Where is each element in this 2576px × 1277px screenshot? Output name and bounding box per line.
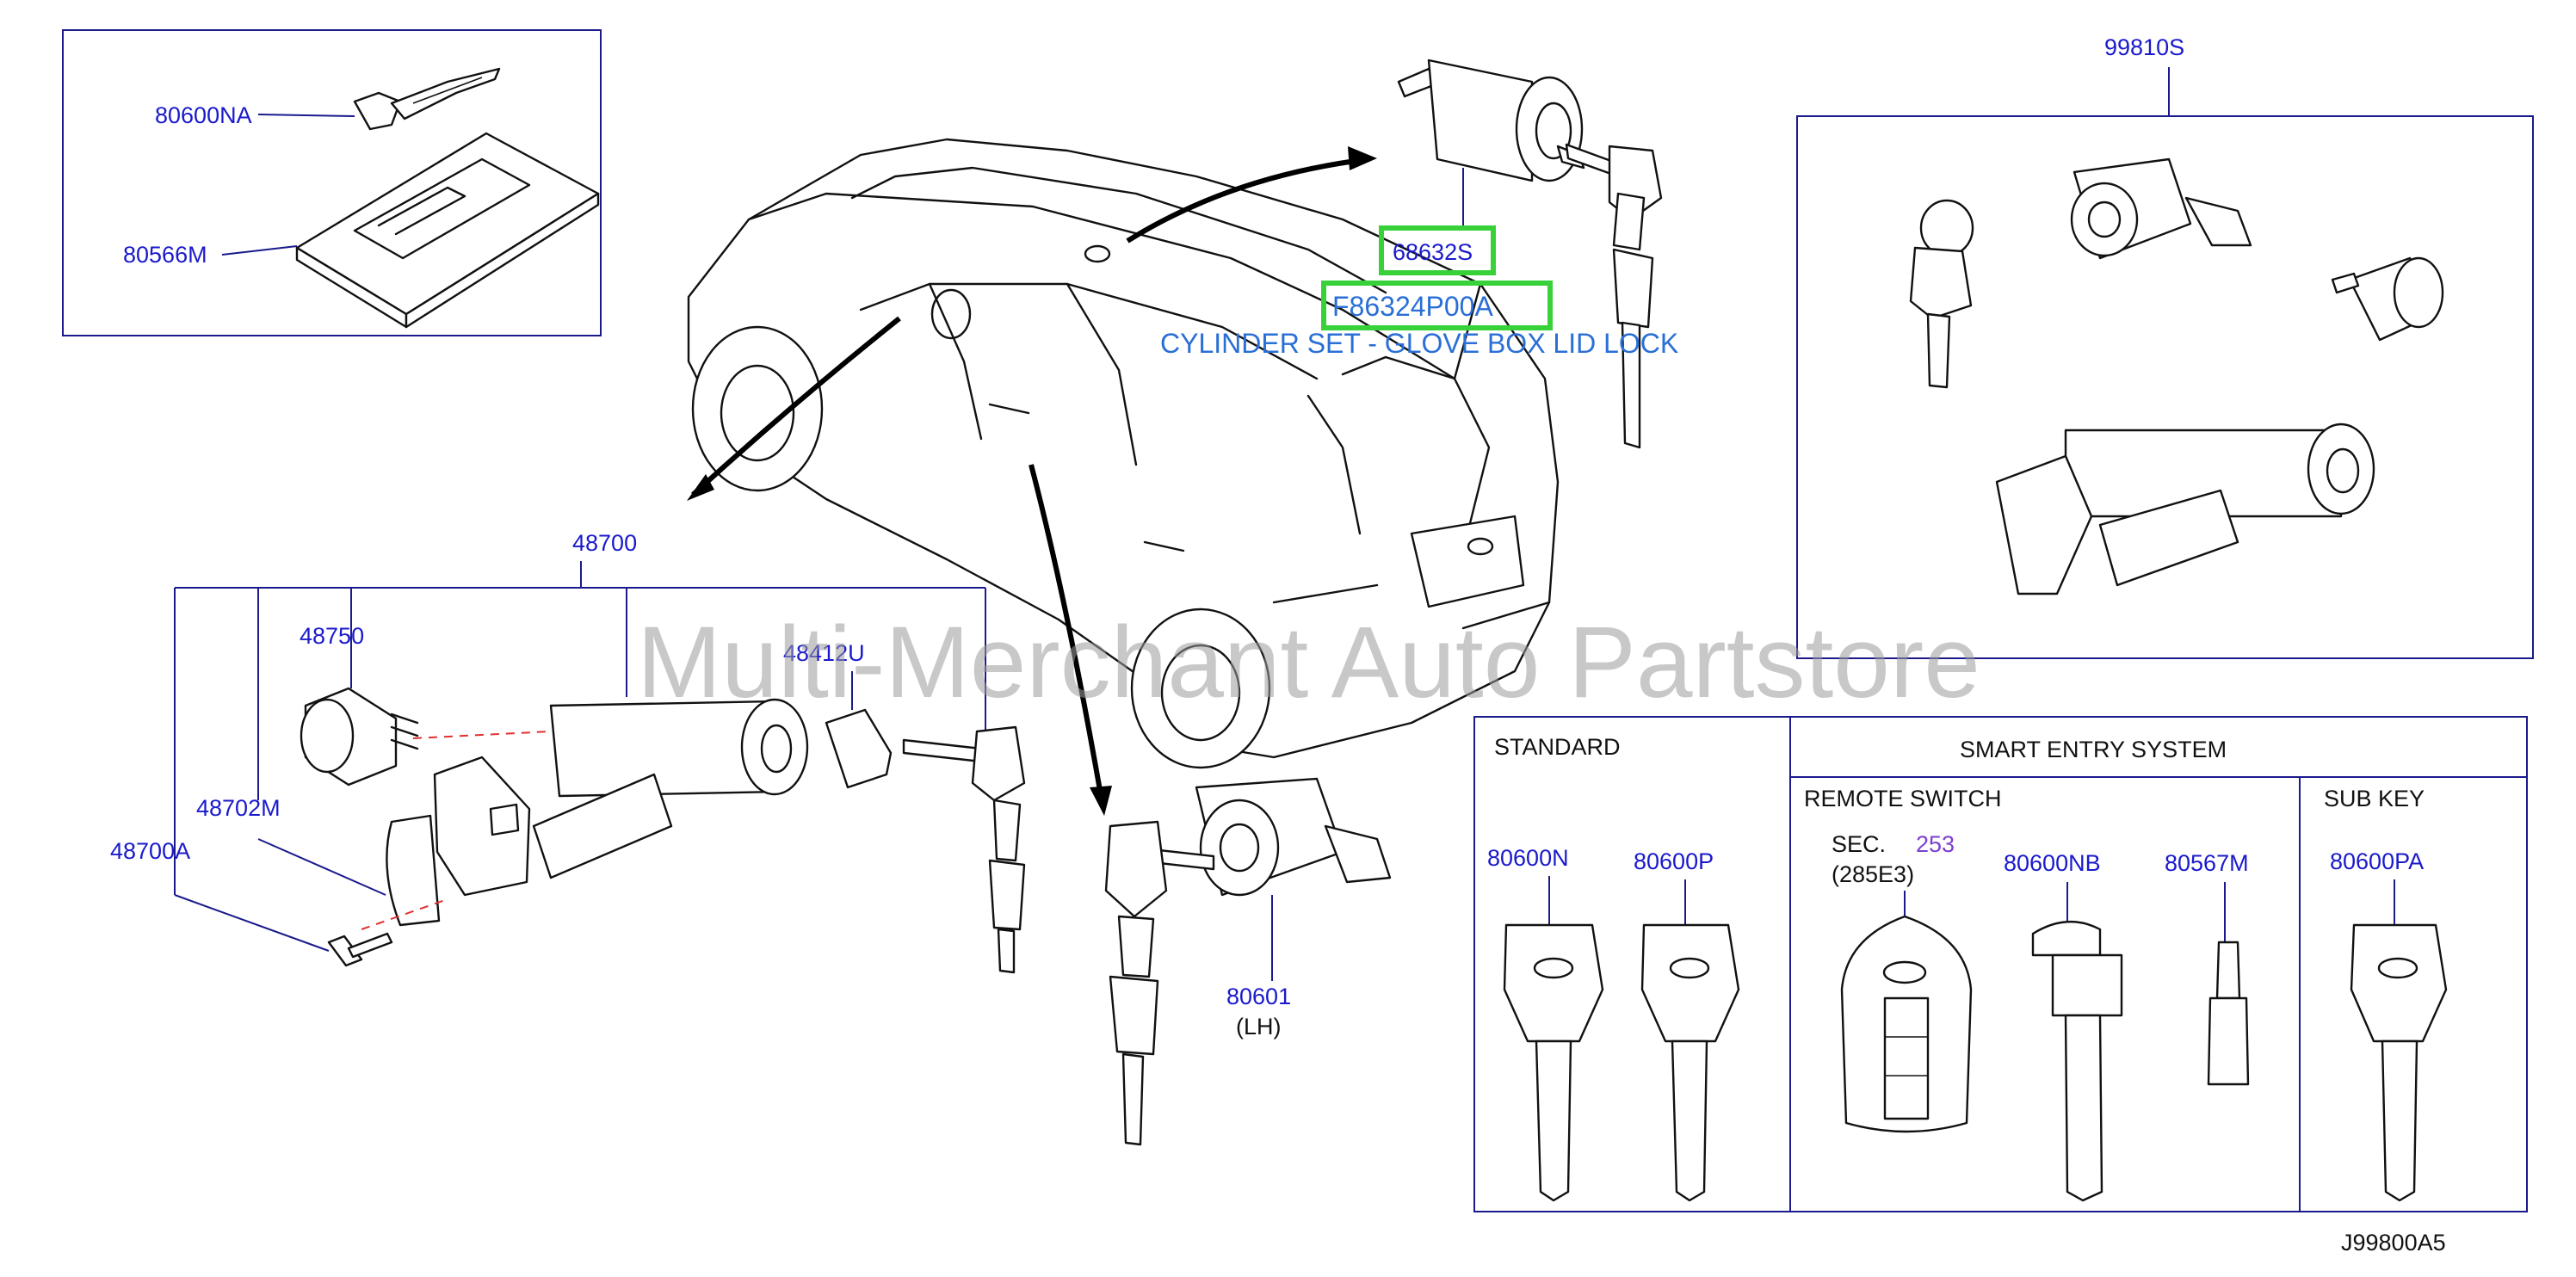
part-F86324P00A-label[interactable]: F86324P00A — [1332, 291, 1493, 322]
part-48702M-label[interactable]: 48702M — [196, 795, 281, 821]
part-80601-side: (LH) — [1236, 1014, 1282, 1039]
part-48750-label[interactable]: 48750 — [300, 623, 364, 649]
door-lock-icon — [1104, 777, 1392, 1146]
watermark-text: Multi-Merchant Auto Partstore — [637, 606, 1980, 719]
part-48412U-label[interactable]: 48412U — [783, 640, 865, 666]
part-80601-label[interactable]: 80601 — [1226, 984, 1291, 1009]
lock-set-box — [1796, 115, 2534, 659]
diagram-code: J99800A5 — [2341, 1230, 2446, 1255]
part-80600PA-label[interactable]: 80600PA — [2330, 848, 2424, 874]
key-80600N-icon — [1503, 923, 1604, 1202]
arrow-to-ignition — [690, 316, 901, 497]
ignition-assembly-icon — [300, 687, 1026, 974]
arrow-to-door-lock — [1029, 464, 1104, 801]
lock-set-icons — [1909, 157, 2444, 595]
highlight-box-F86324P00A — [1321, 281, 1553, 330]
key-type-table — [1473, 716, 2528, 1212]
sec-code: (285E3) — [1832, 861, 1914, 887]
part-80567M-label[interactable]: 80567M — [2165, 850, 2249, 876]
table-header-smart-entry: SMART ENTRY SYSTEM — [1960, 737, 2227, 762]
sec-number[interactable]: 253 — [1916, 831, 1955, 857]
part-68632S-label[interactable]: 68632S — [1393, 239, 1473, 265]
table-header-standard: STANDARD — [1494, 734, 1621, 760]
sec-label: SEC. — [1832, 831, 1886, 857]
part-80600N-label[interactable]: 80600N — [1487, 845, 1569, 871]
part-80600P-label[interactable]: 80600P — [1634, 848, 1714, 874]
part-80566M-label[interactable]: 80566M — [123, 242, 207, 268]
highlight-box-68632S — [1379, 225, 1496, 275]
key-80567M-icon — [2207, 941, 2250, 1086]
glovebox-cylinder-icon — [1397, 59, 1663, 449]
part-80600NB-label[interactable]: 80600NB — [2004, 850, 2101, 876]
part-48700-label[interactable]: 48700 — [572, 530, 637, 556]
part-99810S-label[interactable]: 99810S — [2104, 34, 2184, 60]
vehicle-illustration — [687, 138, 1560, 769]
key-blank-icon — [353, 67, 501, 131]
table-header-remote-switch: REMOTE SWITCH — [1804, 786, 2002, 811]
key-tray-icon — [295, 132, 600, 329]
arrow-to-glovebox-lock — [1126, 157, 1369, 244]
key-80600PA-icon — [2350, 923, 2448, 1202]
table-header-sub-key: SUB KEY — [2324, 786, 2425, 811]
highlight-description: CYLINDER SET - GLOVE BOX LID LOCK — [1160, 328, 1678, 359]
part-48700A-label[interactable]: 48700A — [110, 838, 190, 864]
part-80600NA-label[interactable]: 80600NA — [155, 102, 252, 128]
key-80600NB-icon — [2031, 921, 2123, 1202]
smart-key-remote-icon — [1840, 915, 1973, 1133]
key-blank-box — [62, 29, 602, 336]
key-80600P-icon — [1640, 923, 1740, 1202]
